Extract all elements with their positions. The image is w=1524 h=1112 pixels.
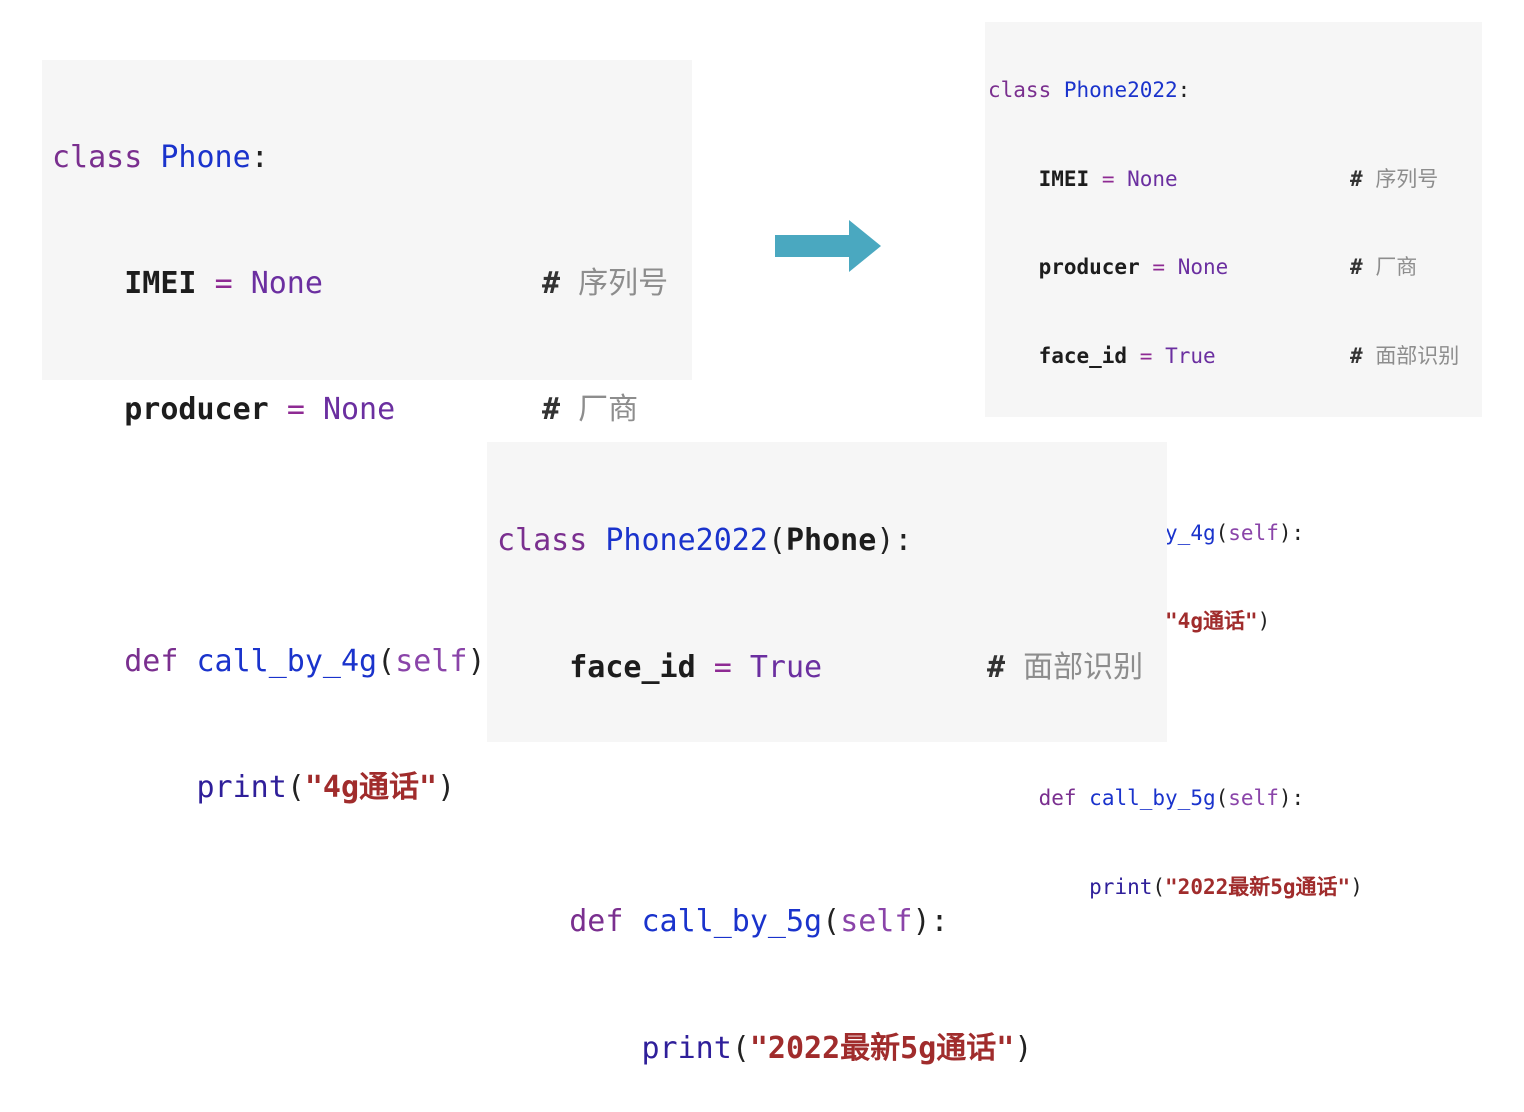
keyword-class: class: [52, 140, 143, 175]
code-line-attr: IMEI = None # 序列号: [985, 159, 1482, 200]
attr-value: None: [1127, 166, 1178, 191]
comment: # 面部识别: [1350, 336, 1459, 377]
assign-op: =: [214, 266, 233, 301]
code-line-class-def: class Phone2022:: [985, 70, 1482, 111]
code-line-attr: face_id = True # 面部识别: [487, 639, 1167, 696]
param-self: self: [840, 904, 913, 939]
colon: :: [250, 140, 269, 175]
comment-text: 厂商: [578, 392, 639, 427]
code-block-phone2022-inherit: class Phone2022(Phone): face_id = True # …: [487, 442, 1167, 1066]
code-line-attr: producer = None # 厂商: [985, 247, 1482, 288]
code-line-method-def: def call_by_5g(self):: [569, 904, 949, 939]
attr-name: face_id: [1038, 343, 1128, 368]
attr-value: None: [322, 392, 396, 427]
attr-value: True: [1165, 343, 1216, 368]
keyword-class: class: [497, 523, 588, 558]
attr-name: IMEI: [124, 266, 197, 301]
colon: :: [1177, 78, 1191, 102]
code-block-phone: class Phone: IMEI = None # 序列号 producer =…: [42, 60, 692, 805]
attr-name: producer: [124, 392, 269, 427]
method-name: call_by_5g: [641, 904, 823, 939]
class-name: Phone2022: [605, 523, 768, 558]
assign-op: =: [286, 392, 305, 427]
code-line-class-def: class Phone:: [42, 130, 692, 186]
string-literal: "2022最新5g通话": [1165, 874, 1351, 899]
comment-hash: #: [1350, 343, 1363, 368]
comment: # 厂商: [1350, 247, 1417, 288]
code-line-class-def: class Phone2022(Phone):: [497, 523, 913, 558]
comment-text: 面部识别: [1023, 650, 1144, 685]
comment-hash: #: [542, 392, 561, 427]
comment: # 面部识别: [987, 639, 1143, 696]
string-literal: "2022最新5g通话": [749, 1031, 1015, 1066]
keyword-class: class: [988, 78, 1052, 102]
attr-name: face_id: [569, 650, 696, 685]
param-self: self: [1228, 520, 1279, 545]
code-block-phone2022-full: class Phone2022: IMEI = None # 序列号 produc…: [985, 22, 1482, 899]
attr-value: None: [1177, 255, 1229, 279]
code-line-attr: face_id = True # 面部识别: [985, 336, 1482, 377]
attr-name: IMEI: [1038, 166, 1090, 191]
comment: # 序列号: [1350, 159, 1438, 200]
code-line-attr: IMEI = None # 序列号: [42, 256, 692, 312]
parent-class-name: Phone: [786, 523, 877, 558]
comment-text: 面部识别: [1375, 343, 1460, 368]
keyword-def: def: [124, 644, 179, 679]
attr-value: True: [749, 650, 823, 685]
assign-op: =: [713, 650, 732, 685]
param-self: self: [1228, 786, 1279, 810]
method-name: call_by_4g: [196, 644, 378, 679]
assign-op: =: [1152, 255, 1166, 279]
attr-name: producer: [1038, 255, 1140, 279]
string-literal: "4g通话": [1165, 609, 1258, 633]
code-line-blank: [487, 766, 1167, 823]
class-name: Phone: [160, 140, 251, 175]
builtin-print: print: [196, 770, 287, 805]
code-line-attr: producer = None # 厂商: [42, 382, 692, 438]
keyword-def: def: [569, 904, 624, 939]
comment-text: 序列号: [1375, 166, 1439, 191]
right-arrow-icon: [775, 220, 881, 272]
comment-text: 序列号: [578, 266, 669, 301]
builtin-print: print: [641, 1031, 732, 1066]
comment-text: 厂商: [1375, 255, 1418, 279]
comment-hash: #: [542, 266, 561, 301]
comment-hash: #: [1350, 166, 1363, 191]
class-name: Phone2022: [1063, 78, 1178, 102]
comment-hash: #: [1350, 255, 1363, 279]
comment: # 厂商: [542, 382, 638, 438]
code-line-print: print("2022最新5g通话"): [641, 1031, 1033, 1066]
param-self: self: [395, 644, 468, 679]
assign-op: =: [1139, 343, 1153, 368]
string-literal: "4g通话": [304, 770, 438, 805]
attr-value: None: [250, 266, 323, 301]
assign-op: =: [1101, 166, 1115, 191]
comment-hash: #: [987, 650, 1006, 685]
comment: # 序列号: [542, 256, 668, 312]
